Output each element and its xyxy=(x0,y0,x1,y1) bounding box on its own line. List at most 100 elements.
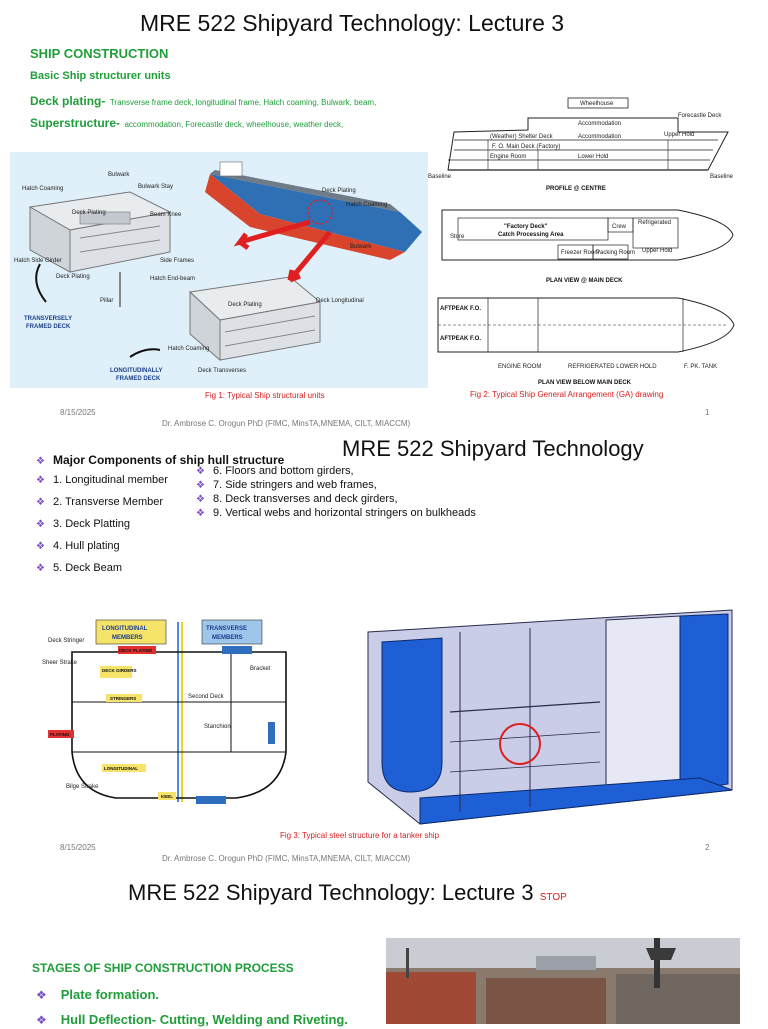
lbl-members-2: MEMBERS xyxy=(212,635,243,641)
left-components-list: ❖1. Longitudinal member ❖2. Transverse M… xyxy=(36,474,168,584)
lbl-accommodation-2: Accommodation xyxy=(578,134,621,140)
lbl-deck-plating-4: Deck Plating xyxy=(228,302,262,308)
fig1-ship-structural-units-image: Hatch Coaming Bulwark Bulwark Stay Deck … xyxy=(10,152,428,388)
lbl-factory-deck: "Factory Deck" xyxy=(504,224,548,230)
lbl-fpk-tank: F. PK. TANK xyxy=(684,364,717,370)
lbl-transversely: TRANSVERSELY xyxy=(24,316,72,322)
lbl-longitudinally: LONGITUDINALLY xyxy=(110,368,162,374)
lbl-deck-girders: DECK GIRDERS xyxy=(102,668,137,673)
lbl-weather-shelter: (Weather) Shelter Deck xyxy=(490,134,554,140)
lbl-framed-deck-1: FRAMED DECK xyxy=(26,324,71,330)
lbl-refrigerated-lower: REFRIGERATED LOWER HOLD xyxy=(568,364,657,370)
list-item: ❖9. Vertical webs and horizontal stringe… xyxy=(196,507,476,519)
superstructure-label: Superstructure- xyxy=(30,116,121,130)
lbl-freezer-room: Freezer Room xyxy=(561,250,599,256)
slide3-title: MRE 522 Shipyard Technology: Lecture 3 S… xyxy=(128,880,567,906)
lbl-deck-plating-2: Deck Plating xyxy=(56,274,90,280)
lbl-plating: PLATING xyxy=(50,732,70,737)
lbl-store: Store xyxy=(450,234,465,240)
list-item: ❖5. Deck Beam xyxy=(36,562,123,574)
slide1-subheading: Basic Ship structurer units xyxy=(30,70,171,82)
lbl-packing-room: Packing Room xyxy=(596,250,635,256)
lbl-longitudinal-small: LONGITUDINAL xyxy=(104,766,138,771)
lbl-second-deck: Second Deck xyxy=(188,694,225,700)
shipyard-photo-image xyxy=(386,938,740,1024)
slide3-title-text: MRE 522 Shipyard Technology: Lecture 3 xyxy=(128,880,534,905)
diamond-bullet-icon: ❖ xyxy=(36,519,45,530)
slide2-page-number: 2 xyxy=(705,843,710,852)
list-item: ❖7. Side stringers and web frames, xyxy=(196,479,377,491)
slide3-item-2: ❖Hull Deflection- Cutting, Welding and R… xyxy=(36,1012,348,1027)
lbl-engine-room: Engine Room xyxy=(490,154,526,160)
lbl-longitudinal: LONGITUDINAL xyxy=(102,626,148,632)
lbl-upper-hold: Upper Hold xyxy=(664,132,694,138)
lbl-deck-stringer: Deck Stringer xyxy=(48,638,84,644)
lbl-deck-plating-1: Deck Plating xyxy=(72,210,106,216)
fig2-caption: Fig 2: Typical Ship General Arrangement … xyxy=(470,390,664,399)
lbl-bulwark-stay: Bulwark Stay xyxy=(138,184,173,190)
lbl-hatch-coaming-2: Hatch Coaming xyxy=(346,202,387,208)
slide3-item-1: ❖Plate formation. xyxy=(36,987,160,1002)
lbl-hatch-end-beam: Hatch End-beam xyxy=(150,276,195,282)
lbl-deck-plating-3: Deck Plating xyxy=(322,188,356,194)
lbl-beam-knee: Beam Knee xyxy=(150,212,182,218)
hull-section-diagram-image: LONGITUDINAL MEMBERS TRANSVERSE MEMBERS … xyxy=(36,602,348,824)
diamond-bullet-icon: ❖ xyxy=(196,480,205,491)
slide2-heading: Major Components of ship hull structure xyxy=(52,453,285,467)
lbl-baseline-1: Baseline xyxy=(428,174,452,180)
lbl-stanchion: Stanchion xyxy=(204,724,231,730)
slide2-heading-row: ❖Major Components of ship hull structure xyxy=(36,451,284,469)
lbl-side-frames: Side Frames xyxy=(160,258,194,264)
lbl-sheer-strake: Sheer Strake xyxy=(42,660,78,666)
right-components-list: ❖6. Floors and bottom girders, ❖7. Side … xyxy=(196,465,476,521)
lbl-aftpeak-1: AFTPEAK F.O. xyxy=(440,306,481,312)
diamond-bullet-icon: ❖ xyxy=(36,563,45,574)
lbl-aftpeak-2: AFTPEAK F.O. xyxy=(440,336,481,342)
diamond-bullet-icon: ❖ xyxy=(196,466,205,477)
lbl-accommodation: Accommodation xyxy=(578,121,621,127)
fig3-caption: Fig 3: Typical steel structure for a tan… xyxy=(280,831,440,840)
list-item: ❖2. Transverse Member xyxy=(36,496,164,508)
lbl-crew: Crew xyxy=(612,224,627,230)
lbl-bracket: Bracket xyxy=(250,666,271,672)
lbl-hatch-coaming-3: Hatch Coaming xyxy=(168,346,209,352)
lbl-upper-hold-2: Upper Hold xyxy=(642,248,672,254)
lbl-pillar: Pillar xyxy=(100,298,113,304)
diamond-bullet-icon: ❖ xyxy=(36,1013,47,1027)
lbl-hatch-side-girder: Hatch Side Girder xyxy=(14,258,62,264)
list-item: ❖6. Floors and bottom girders, xyxy=(196,465,354,477)
slide2-title: MRE 522 Shipyard Technology xyxy=(342,436,644,461)
list-item: ❖1. Longitudinal member xyxy=(36,474,168,486)
lbl-catch-processing: Catch Processing Area xyxy=(498,232,564,238)
slide1-author: Dr. Ambrose C. Orogun PhD (FIMC, MinsTA,… xyxy=(162,419,411,428)
lbl-deck-longitudinal: Deck Longitudinal xyxy=(316,298,364,304)
lbl-stringers: STRINGERS xyxy=(110,696,136,701)
fig1-caption: Fig 1: Typical Ship structural units xyxy=(205,391,325,400)
lbl-plan-main: PLAN VIEW @ MAIN DECK xyxy=(546,278,623,284)
slide1-title: MRE 522 Shipyard Technology: Lecture 3 xyxy=(140,10,565,36)
slide3-heading: STAGES OF SHIP CONSTRUCTION PROCESS xyxy=(32,961,294,975)
slide2-author: Dr. Ambrose C. Orogun PhD (FIMC, MinsTA,… xyxy=(162,854,411,863)
diamond-bullet-icon: ❖ xyxy=(196,494,205,505)
lbl-hatch-coaming: Hatch Coaming xyxy=(22,186,63,192)
lbl-wheelhouse: Wheelhouse xyxy=(580,101,614,107)
diamond-bullet-icon: ❖ xyxy=(196,508,205,519)
lbl-engine-room-caps: ENGINE ROOM xyxy=(498,364,541,370)
lbl-profile: PROFILE @ CENTRE xyxy=(546,186,606,192)
lbl-forecastle-deck: Forecastle Deck xyxy=(678,113,722,119)
superstructure-text: accommodation, Forecastle deck, wheelhou… xyxy=(124,120,344,129)
list-item: ❖8. Deck transverses and deck girders, xyxy=(196,493,398,505)
lbl-bulwark: Bulwark xyxy=(108,172,130,178)
lbl-lower-hold: Lower Hold xyxy=(578,154,608,160)
lbl-members-1: MEMBERS xyxy=(112,635,143,641)
lbl-baseline-2: Baseline xyxy=(710,174,734,180)
list-item: ❖4. Hull plating xyxy=(36,540,120,552)
diamond-bullet-icon: ❖ xyxy=(36,475,45,486)
lbl-framed-deck-2: FRAMED DECK xyxy=(116,376,161,382)
lbl-bilge-strake: Bilge Strake xyxy=(66,784,99,790)
lbl-main-deck: F. O. Main Deck (Factory) xyxy=(492,144,560,150)
slide1-date: 8/15/2025 xyxy=(60,408,96,417)
slide1-heading: SHIP CONSTRUCTION xyxy=(30,46,169,61)
diamond-bullet-icon: ❖ xyxy=(36,541,45,552)
slide1-page-number: 1 xyxy=(705,408,710,417)
